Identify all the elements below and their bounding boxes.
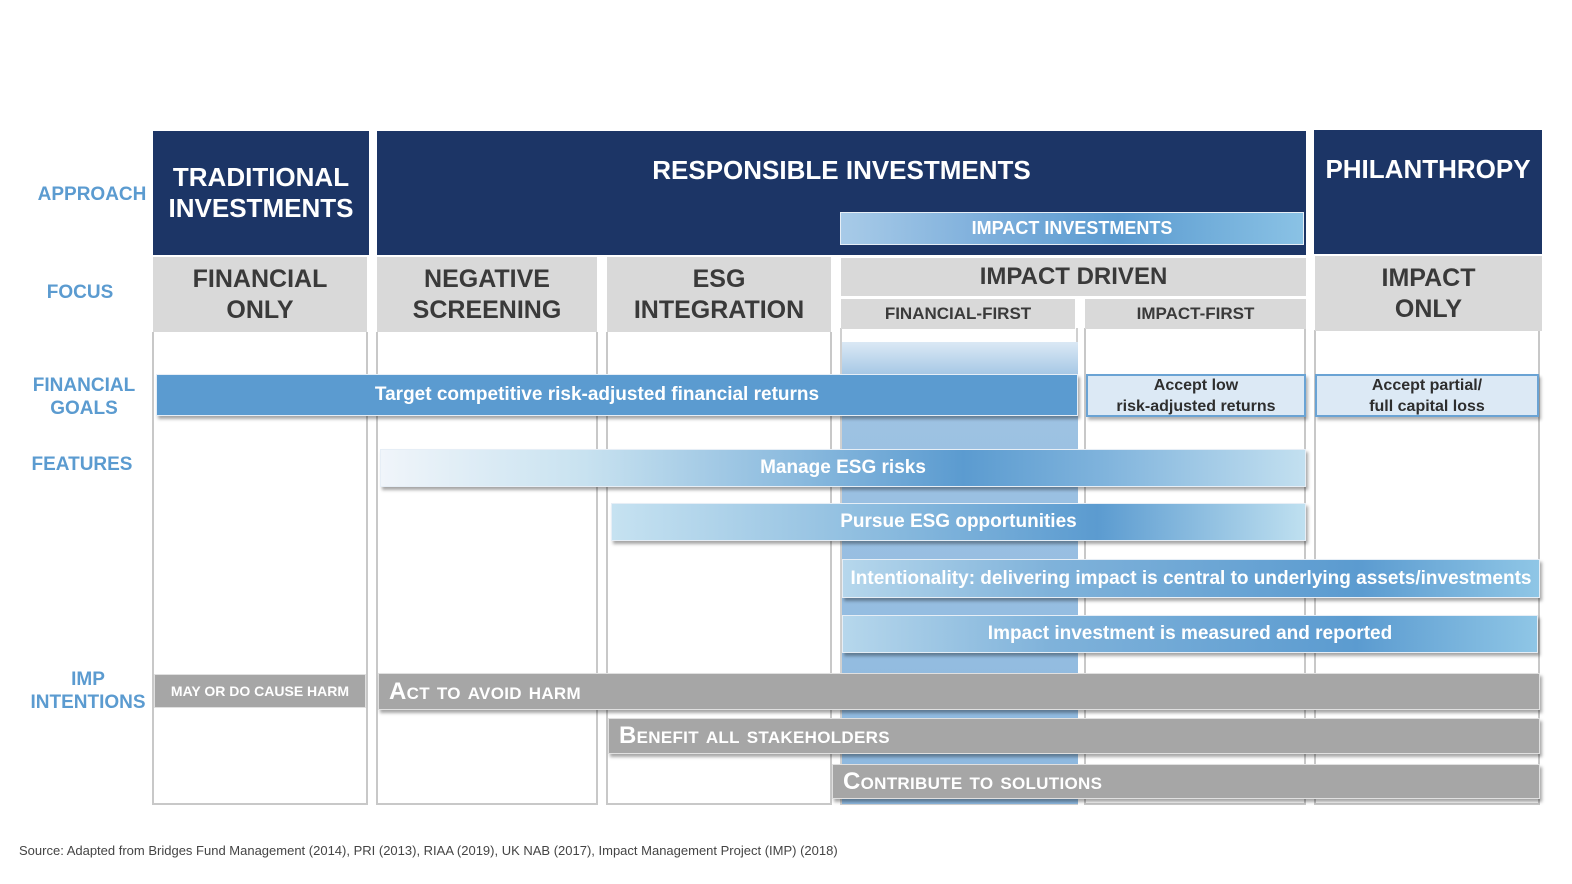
focus-impact-only-line1: IMPACT [1381,263,1476,292]
approach-traditional-investments: TRADITIONAL INVESTMENTS [153,131,369,255]
feature-manage-esg-risks: Manage ESG risks [380,449,1306,487]
focus-financial-first: FINANCIAL-FIRST [841,299,1075,329]
row-label-imp-intentions: IMP INTENTIONS [28,668,148,714]
focus-negative-screening: NEGATIVE SCREENING [377,257,597,332]
row-label-financial-goals-line2: GOALS [50,398,118,419]
approach-philanthropy: PHILANTHROPY [1314,130,1542,254]
focus-negative-screening-line1: NEGATIVE [424,264,550,293]
goal-accept-partial-line1: Accept partial/ [1371,376,1483,394]
imp-benefit-stakeholders-label: Benefit all stakeholders [619,722,890,749]
feature-pursue-esg-opportunities: Pursue ESG opportunities [611,503,1306,541]
goal-accept-low-line2: risk-adjusted returns [1116,397,1276,415]
imp-may-or-do-cause-harm: MAY OR DO CAUSE HARM [154,674,366,708]
focus-esg-integration-line1: ESG [692,264,746,293]
row-label-financial-goals: FINANCIAL GOALS [24,374,144,420]
imp-act-to-avoid-harm: Act to avoid harm [378,673,1540,710]
row-label-focus: FOCUS [46,282,114,303]
goal-accept-capital-loss: Accept partial/ full capital loss [1315,374,1539,417]
focus-financial-only-line2: ONLY [226,295,294,324]
approach-traditional-line2: INVESTMENTS [168,193,354,223]
row-label-imp-line1: IMP [71,669,105,690]
approach-responsible-label: RESPONSIBLE INVESTMENTS [652,155,1031,185]
row-label-features: FEATURES [31,454,133,475]
goal-accept-partial-line2: full capital loss [1369,397,1485,415]
approach-traditional-line1: TRADITIONAL [172,162,350,192]
goal-target-competitive-returns-label: Target competitive risk-adjusted financi… [374,384,820,405]
goal-accept-low-line1: Accept low [1153,376,1239,394]
focus-negative-screening-line2: SCREENING [412,295,562,324]
focus-impact-driven: IMPACT DRIVEN [841,258,1306,296]
focus-impact-first: IMPACT-FIRST [1085,299,1306,329]
focus-impact-only: IMPACT ONLY [1315,256,1542,331]
focus-financial-only: FINANCIAL ONLY [153,257,367,332]
imp-act-to-avoid-harm-label: Act to avoid harm [389,677,581,705]
feature-measured-and-reported: Impact investment is measured and report… [842,615,1538,653]
focus-esg-integration: ESG INTEGRATION [607,257,831,332]
feature-intentionality: Intentionality: delivering impact is cen… [842,559,1540,598]
imp-contribute-solutions-label: Contribute to solutions [843,767,1103,795]
focus-esg-integration-line2: INTEGRATION [633,295,805,324]
source-citation: Source: Adapted from Bridges Fund Manage… [19,843,838,858]
row-label-imp-line2: INTENTIONS [30,692,146,713]
goal-target-competitive-returns: Target competitive risk-adjusted financi… [156,374,1078,416]
approach-impact-investments: IMPACT INVESTMENTS [840,212,1304,245]
focus-financial-only-line1: FINANCIAL [192,264,328,293]
focus-impact-only-line2: ONLY [1394,294,1463,323]
imp-benefit-all-stakeholders: Benefit all stakeholders [608,718,1540,754]
goal-accept-low-returns: Accept low risk-adjusted returns [1086,374,1306,417]
row-label-financial-goals-line1: FINANCIAL [32,375,136,396]
imp-contribute-to-solutions: Contribute to solutions [832,764,1540,799]
row-label-approach: APPROACH [37,184,147,205]
